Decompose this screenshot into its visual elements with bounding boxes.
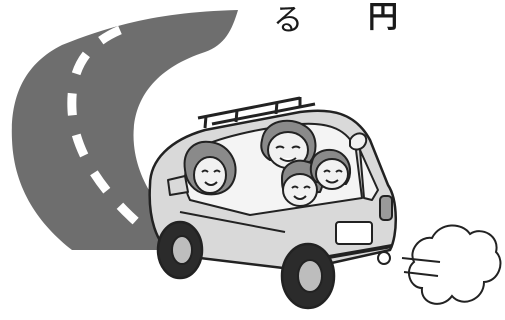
road-icon <box>11 10 239 250</box>
roof-rack-icon <box>197 96 316 129</box>
car-icon <box>148 96 398 310</box>
caption-fragment-right: 円 <box>368 0 398 35</box>
exhaust-cloud-icon <box>401 224 502 305</box>
caption-fragment-left: る <box>273 3 303 38</box>
